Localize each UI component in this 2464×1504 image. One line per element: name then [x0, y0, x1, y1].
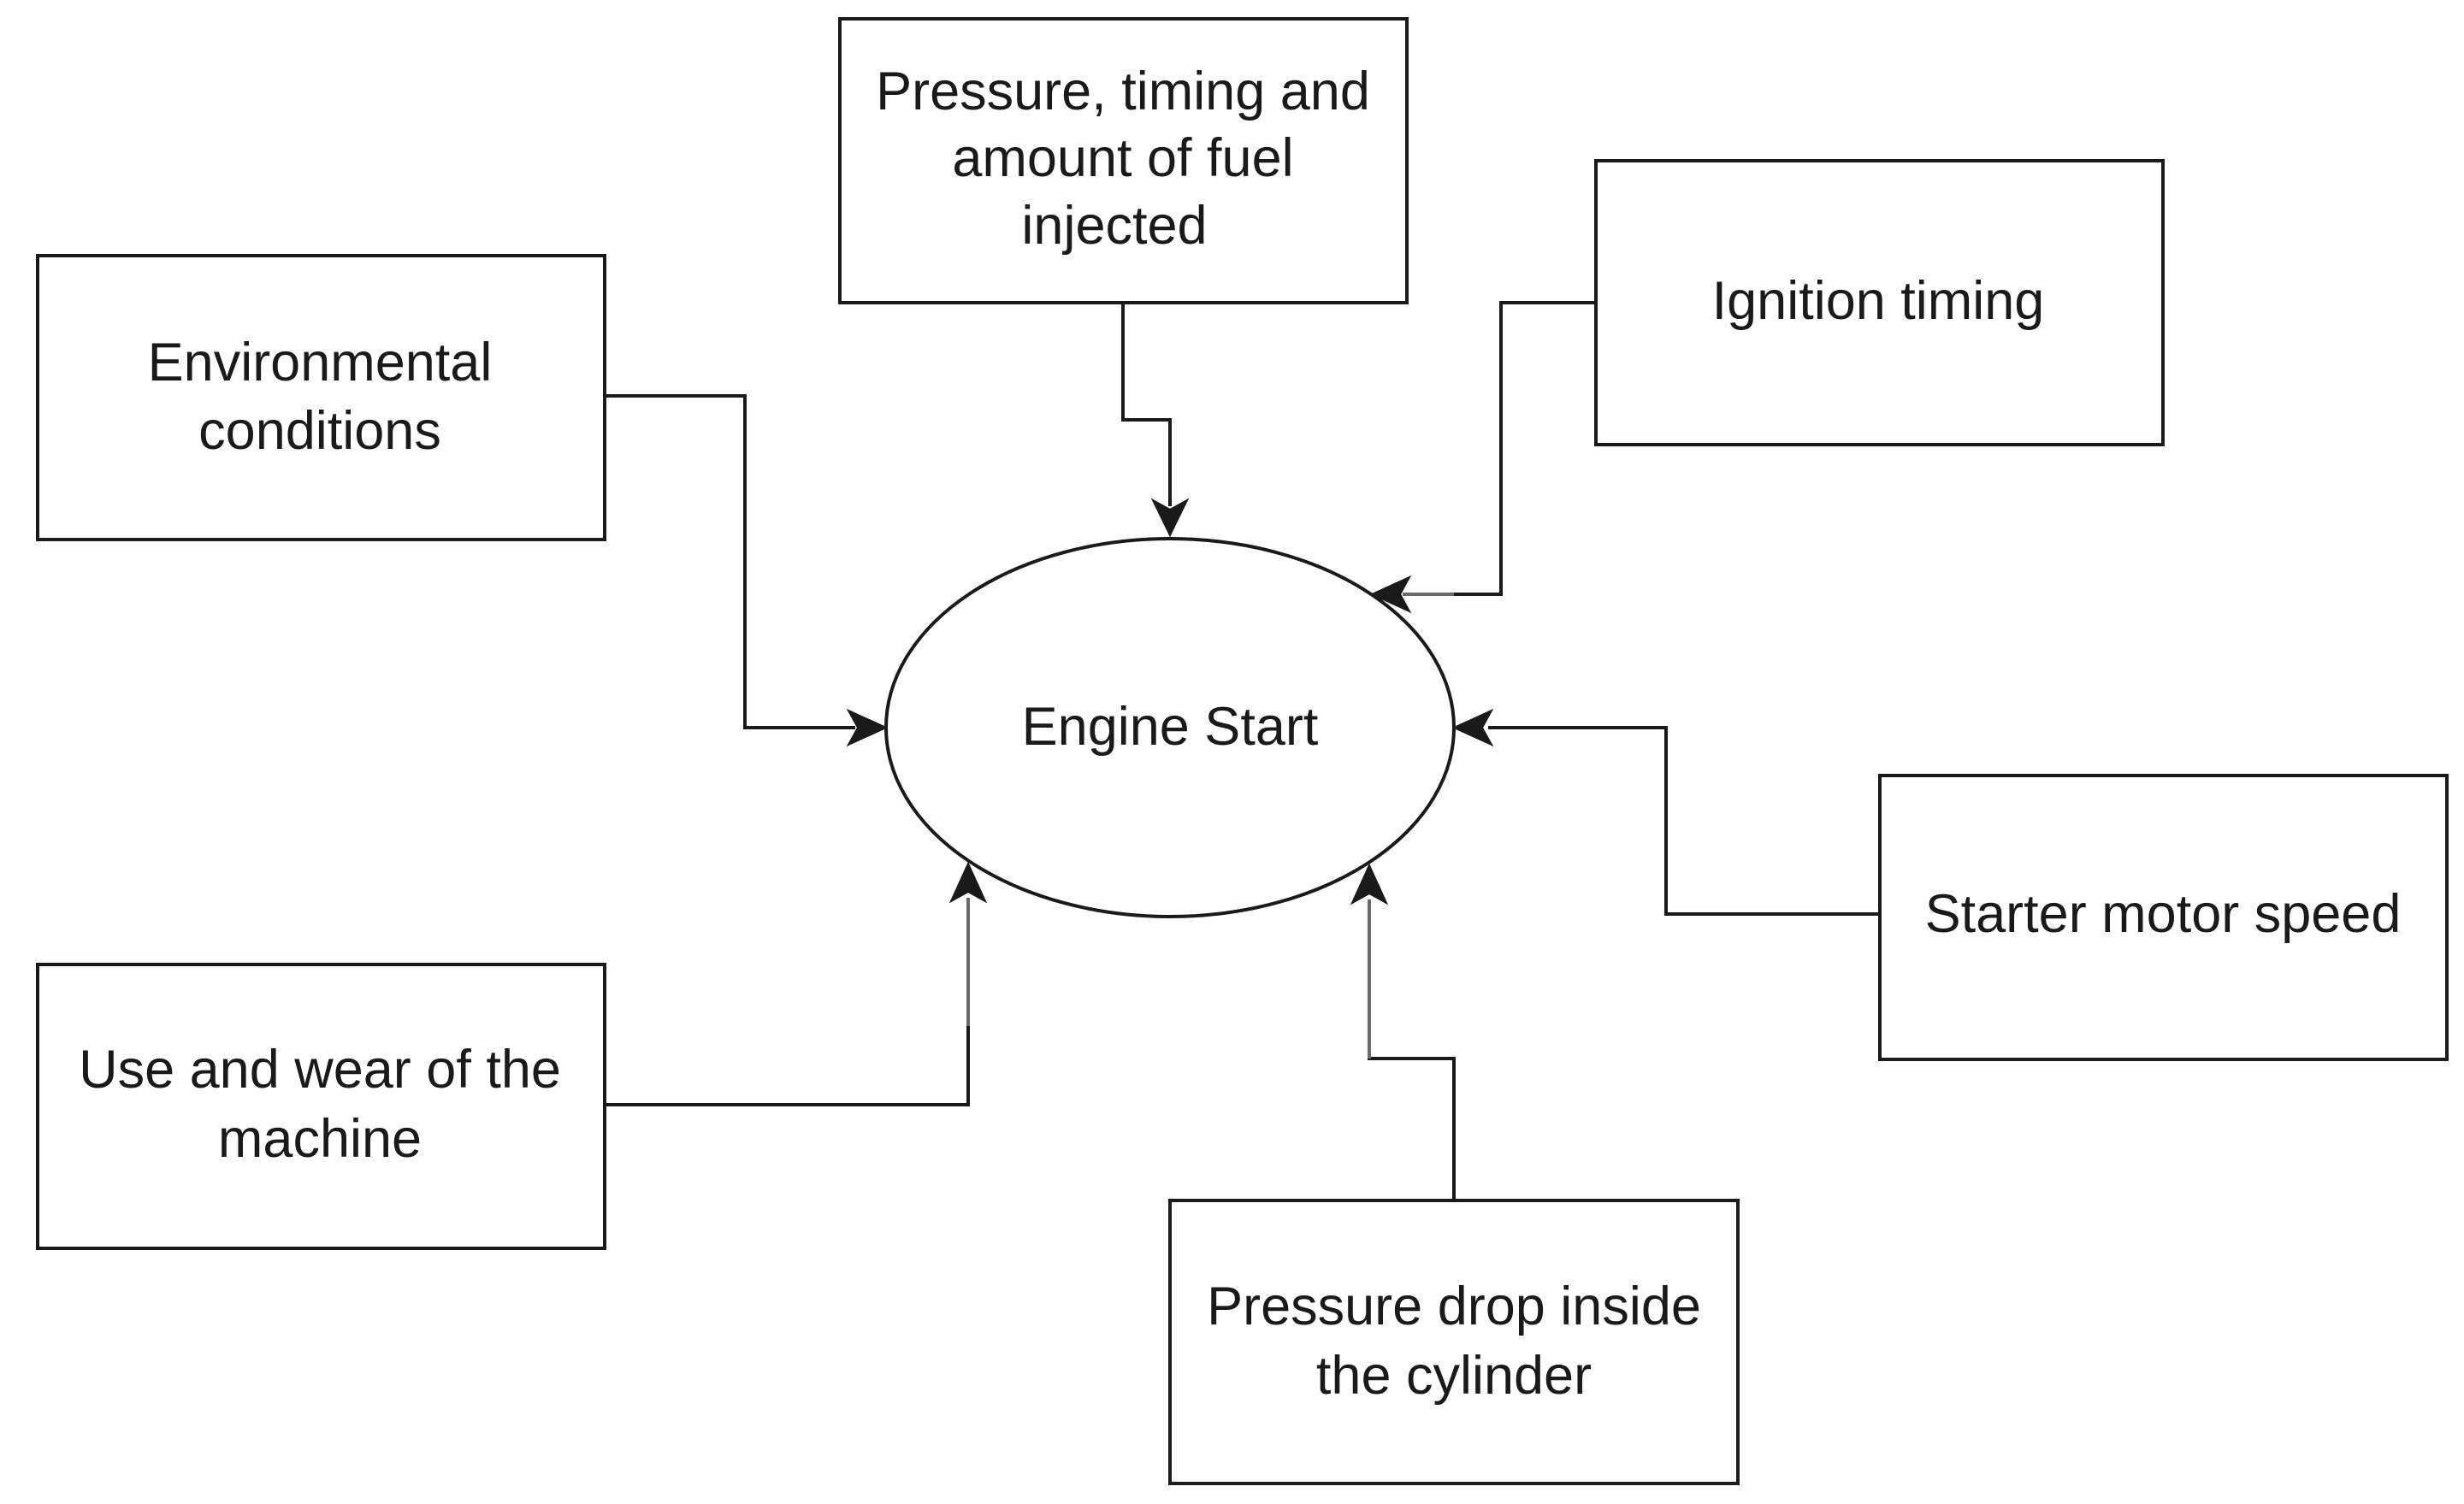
pressure-drop-node: Pressure drop inside the cylinder — [1168, 1199, 1740, 1485]
starter-motor-label: Starter motor speed — [1925, 884, 2402, 944]
pressure-drop-label-line-2: the cylinder — [1316, 1346, 1592, 1406]
pressure-drop-label-line-1: Pressure drop inside — [1207, 1277, 1701, 1336]
environmental-label-line-1: Environmental — [148, 333, 493, 392]
fuel-injection-label-line-2: amount of fuel — [952, 128, 1293, 188]
edge-fuel-injection-to-engine-start — [1121, 304, 1190, 538]
arrow-head-icon — [1150, 498, 1190, 538]
fuel-injection-label-line-1: Pressure, timing and — [876, 62, 1370, 121]
use-and-wear-node: Use and wear of the machine — [36, 963, 606, 1250]
edge-use-wear-to-engine-start — [604, 861, 988, 1106]
environmental-conditions-node: Environmental conditions — [36, 254, 606, 541]
fuel-injection-label-line-3: injected — [1021, 196, 1207, 256]
arrow-head-icon — [1369, 575, 1412, 614]
edge-starter-motor-to-engine-start — [1451, 708, 1878, 916]
edge-ignition-timing-to-engine-start — [1369, 301, 1594, 614]
starter-motor-speed-node: Starter motor speed — [1878, 774, 2449, 1061]
fuel-injection-node: Pressure, timing and amount of fuel inje… — [838, 17, 1409, 304]
ignition-timing-node: Ignition timing — [1594, 159, 2165, 446]
arrow-head-icon — [1350, 863, 1389, 905]
arrow-head-icon — [1451, 708, 1494, 747]
ignition-timing-label: Ignition timing — [1712, 271, 2045, 331]
arrow-head-icon — [846, 708, 889, 747]
edge-pressure-drop-to-engine-start — [1350, 863, 1456, 1199]
edge-environmental-to-engine-start — [604, 394, 889, 747]
use-wear-label-line-2: machine — [218, 1109, 422, 1169]
engine-start-node: Engine Start — [884, 537, 1456, 918]
use-wear-label-line-1: Use and wear of the — [79, 1040, 561, 1100]
environmental-label-line-2: conditions — [198, 401, 441, 461]
arrow-head-icon — [948, 861, 988, 904]
engine-start-label: Engine Start — [1022, 697, 1319, 757]
